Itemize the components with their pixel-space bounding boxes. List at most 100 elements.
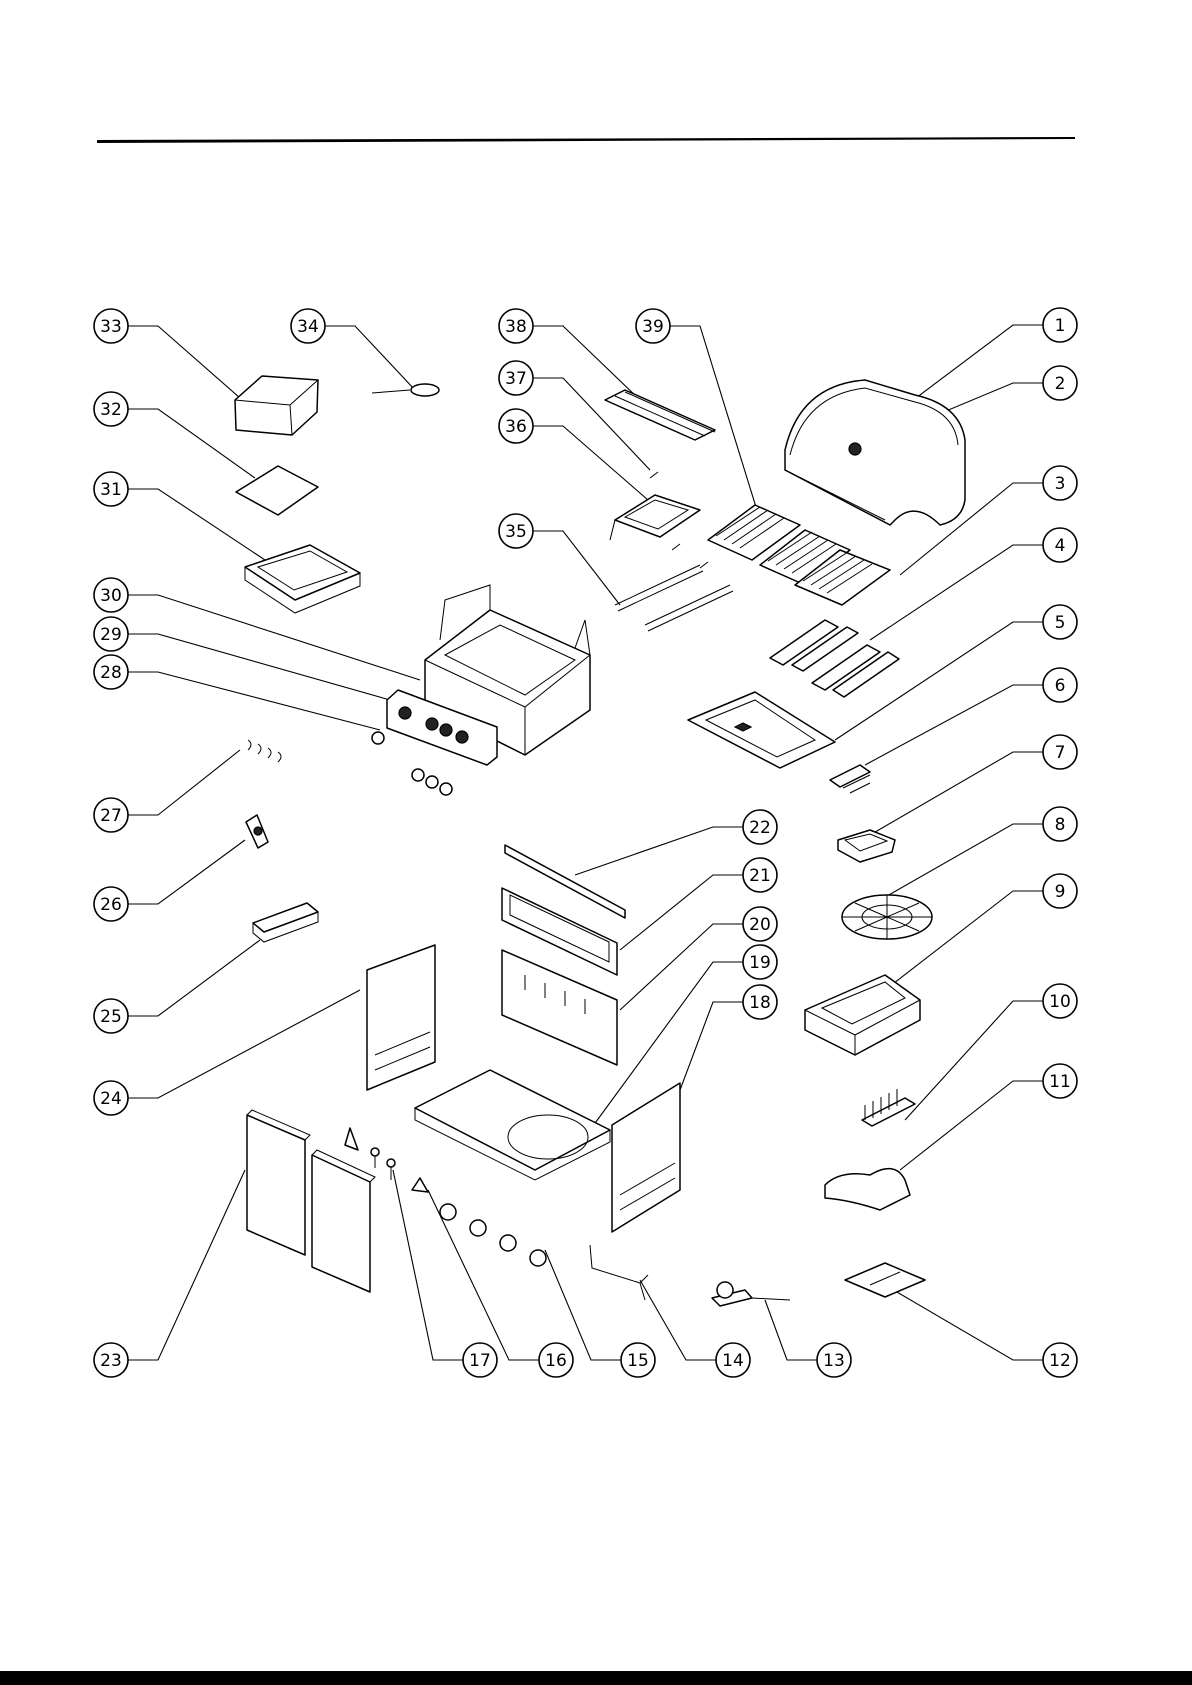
- callout-number: 33: [100, 317, 122, 337]
- leader-line-26: [128, 840, 245, 904]
- callout-number: 39: [642, 317, 664, 337]
- part-1-hood: [785, 380, 965, 525]
- part-39-cooking-grates: [708, 505, 890, 605]
- part-35-burner-tubes: [615, 565, 733, 631]
- callout-number: 35: [505, 522, 527, 542]
- callout-number: 6: [1055, 676, 1066, 696]
- callout-number: 14: [722, 1351, 744, 1371]
- callout-number: 18: [749, 993, 771, 1013]
- leader-line-31: [128, 489, 265, 560]
- part-19-bottom-shelf: [415, 1070, 610, 1180]
- callout-2: 2: [1043, 366, 1077, 400]
- callout-number: 37: [505, 369, 527, 389]
- part-2-thermometer: [849, 443, 861, 455]
- callout-number: 1: [1055, 316, 1066, 336]
- leader-line-24: [128, 990, 360, 1098]
- callout-number: 36: [505, 417, 527, 437]
- part-24-left-side-panel: [367, 945, 435, 1090]
- callout-22: 22: [743, 810, 777, 844]
- leader-line-28: [128, 672, 380, 730]
- part-11-basket: [825, 1169, 910, 1210]
- callout-number: 16: [545, 1351, 567, 1371]
- callout-4: 4: [1043, 528, 1077, 562]
- callout-number: 30: [100, 586, 122, 606]
- callout-29: 29: [94, 617, 128, 651]
- part-15-casters: [440, 1204, 546, 1266]
- part-7-drip-cup: [838, 830, 895, 862]
- callout-17: 17: [463, 1343, 497, 1377]
- callout-27: 27: [94, 798, 128, 832]
- callout-9: 9: [1043, 874, 1077, 908]
- part-14-bracket: [590, 1245, 648, 1300]
- leader-line-29: [128, 634, 390, 700]
- callout-number: 2: [1055, 374, 1066, 394]
- callout-number: 29: [100, 625, 122, 645]
- callout-25: 25: [94, 999, 128, 1033]
- callout-14: 14: [716, 1343, 750, 1377]
- part-5-grease-tray: [688, 692, 835, 768]
- part-6-bracket: [830, 765, 870, 793]
- callout-number: 5: [1055, 613, 1066, 633]
- callout-number: 32: [100, 400, 122, 420]
- part-38-warming-rack: [605, 390, 715, 440]
- callout-31: 31: [94, 472, 128, 506]
- callout-10: 10: [1043, 984, 1077, 1018]
- leader-line-33: [128, 326, 240, 398]
- callout-number: 34: [297, 317, 319, 337]
- leader-line-10: [905, 1001, 1043, 1120]
- callout-11: 11: [1043, 1064, 1077, 1098]
- part-31-shelf-frame: [245, 545, 360, 613]
- leader-line-13: [765, 1300, 817, 1360]
- part-25-bracket: [253, 903, 318, 942]
- part-4-heat-tents: [770, 620, 899, 697]
- part-18-right-side-panel: [612, 1083, 680, 1232]
- callout-21: 21: [743, 858, 777, 892]
- leader-line-4: [870, 545, 1043, 640]
- leader-line-27: [128, 750, 240, 815]
- callout-20: 20: [743, 907, 777, 941]
- callout-18: 18: [743, 985, 777, 1019]
- callout-35: 35: [499, 514, 533, 548]
- callout-15: 15: [621, 1343, 655, 1377]
- part-9-side-burner-housing: [805, 975, 920, 1055]
- callout-1: 1: [1043, 308, 1077, 342]
- callout-37: 37: [499, 361, 533, 395]
- leader-line-21: [620, 875, 743, 950]
- callout-32: 32: [94, 392, 128, 426]
- leader-line-25: [128, 940, 260, 1016]
- page-footer-bar: [0, 1671, 1192, 1685]
- callout-28: 28: [94, 655, 128, 689]
- header-rule: [97, 137, 1075, 143]
- callout-26: 26: [94, 887, 128, 921]
- part-8-burner-grate: [842, 895, 932, 939]
- callout-number: 12: [1049, 1351, 1071, 1371]
- callout-number: 20: [749, 915, 771, 935]
- leader-line-6: [865, 685, 1043, 765]
- leader-line-7: [870, 752, 1043, 835]
- part-36-burner-box: [610, 495, 700, 540]
- callout-24: 24: [94, 1081, 128, 1115]
- callout-6: 6: [1043, 668, 1077, 702]
- callout-number: 17: [469, 1351, 491, 1371]
- leader-line-18: [680, 1002, 743, 1090]
- leader-line-34: [325, 326, 415, 390]
- leader-line-17: [393, 1170, 463, 1360]
- part-26-ignitor: [246, 815, 268, 848]
- callout-number: 19: [749, 953, 771, 973]
- leader-line-14: [640, 1280, 716, 1360]
- callout-3: 3: [1043, 466, 1077, 500]
- part-27-hooks: [248, 740, 281, 762]
- callout-number: 25: [100, 1007, 122, 1027]
- leader-line-38: [533, 326, 640, 400]
- callout-39: 39: [636, 309, 670, 343]
- callout-19: 19: [743, 945, 777, 979]
- callout-33: 33: [94, 309, 128, 343]
- callout-number: 15: [627, 1351, 649, 1371]
- callout-number: 11: [1049, 1072, 1071, 1092]
- callout-number: 27: [100, 806, 122, 826]
- part-23-doors: [247, 1110, 375, 1292]
- callout-number: 23: [100, 1351, 122, 1371]
- callout-34: 34: [291, 309, 325, 343]
- leader-line-35: [533, 531, 620, 605]
- callout-number: 22: [749, 818, 771, 838]
